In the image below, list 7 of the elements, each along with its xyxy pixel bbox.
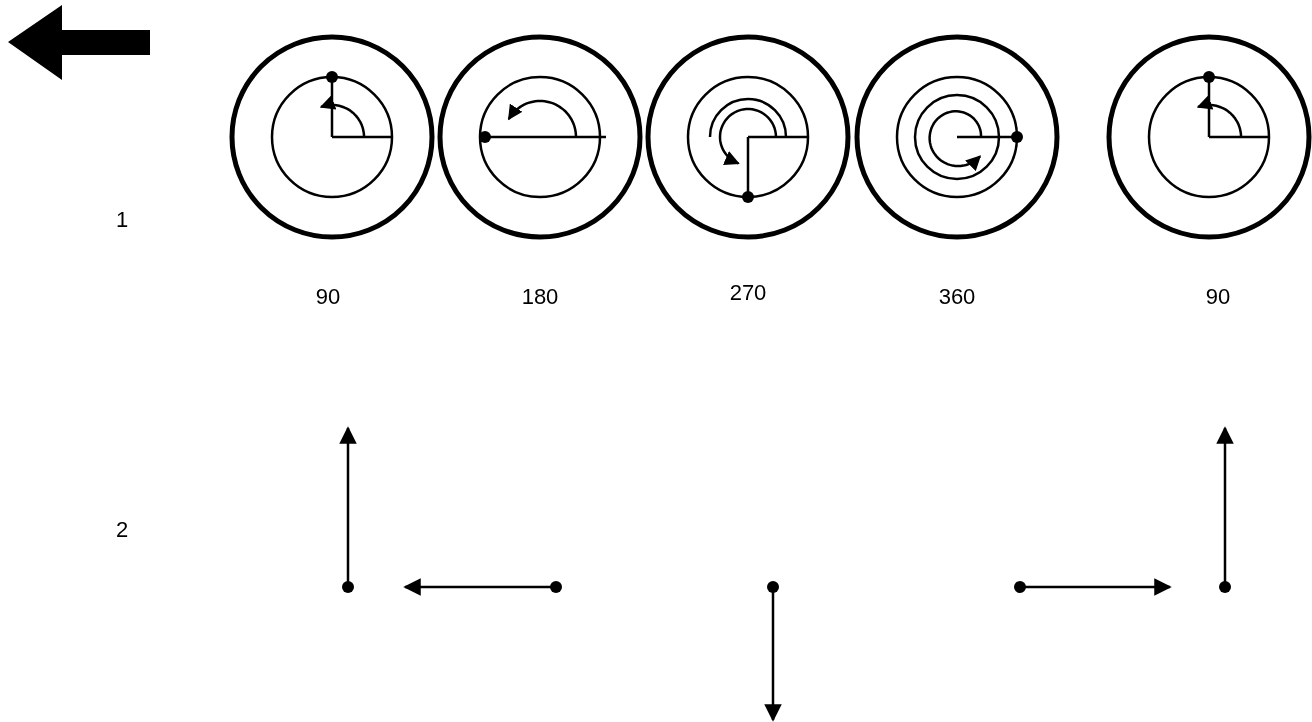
- angle-label: 90: [315, 284, 341, 310]
- angle-label: 360: [938, 284, 976, 310]
- step-number: 1: [115, 207, 129, 233]
- angle-label: 90: [1205, 284, 1231, 310]
- angle-label: 180: [521, 284, 559, 310]
- step-number: 2: [115, 517, 129, 543]
- angle-label: 270: [729, 280, 767, 306]
